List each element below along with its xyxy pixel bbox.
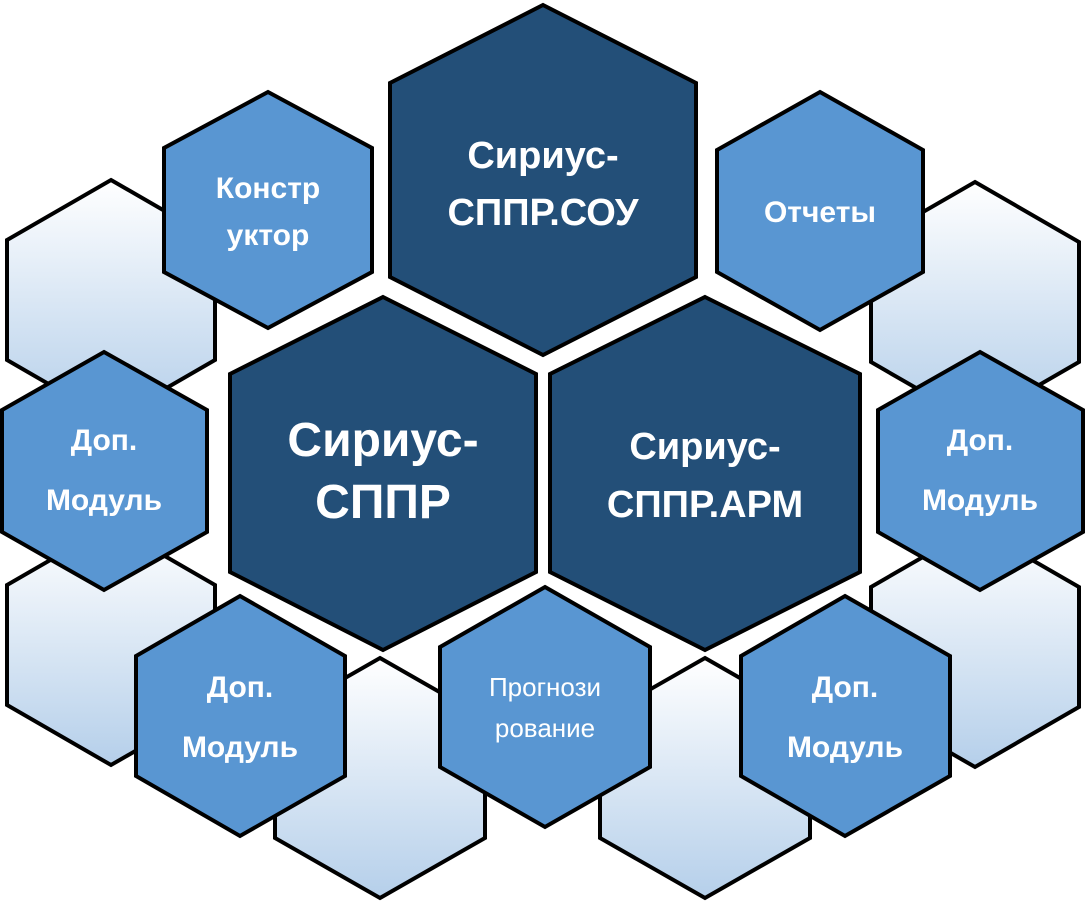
label-sirius-sppr-line2: СППР [315,476,451,529]
label-sirius-sppr-arm-line2: СППР.АРМ [607,484,803,526]
label-dop-modul-left-line2: Модуль [46,484,162,517]
label-konstruktor-line1: Констр [216,172,320,205]
label-sirius-sppr-line1: Сириус- [287,414,478,467]
hexagon-dop-modul-bottom-left [134,593,347,839]
hexagon-sirius-sppr-sou [388,2,698,358]
label-sirius-sppr-sou-line2: СППР.СОУ [447,192,638,234]
hexagon-sirius-sppr-arm [548,294,862,653]
label-sirius-sppr-arm-line1: Сириус- [629,426,780,468]
hexagon-otchety [715,89,925,333]
labels: Сириус- СППР.СОУ Сириус- СППР Сириус- СП… [46,135,1038,764]
hexagon-dop-modul-right [876,349,1085,593]
hexagon-konstruktor [162,89,374,331]
label-dop-modul-right-line2: Модуль [922,484,1038,517]
core-hexagons [228,2,862,653]
label-sirius-sppr-sou-line1: Сириус- [467,135,618,177]
hexagon-prognozirovanie [438,584,652,830]
label-dop-modul-bottom-left-line1: Доп. [207,671,274,704]
label-dop-modul-right-line1: Доп. [947,424,1014,457]
label-otchety: Отчеты [764,196,876,229]
hexagon-sirius-sppr [228,294,538,653]
label-prognozirovanie-line2: рование [495,713,595,743]
module-hexagons [0,89,1085,839]
label-dop-modul-bottom-right-line2: Модуль [787,731,903,764]
label-prognozirovanie-line1: Прогнози [489,672,601,702]
label-dop-modul-bottom-right-line1: Доп. [812,671,879,704]
label-dop-modul-bottom-left-line2: Модуль [182,731,298,764]
label-dop-modul-left-line1: Доп. [71,424,138,457]
label-konstruktor-line2: уктор [227,219,310,252]
hexagon-dop-modul-left [0,349,209,593]
hexagon-dop-modul-bottom-right [739,593,952,839]
